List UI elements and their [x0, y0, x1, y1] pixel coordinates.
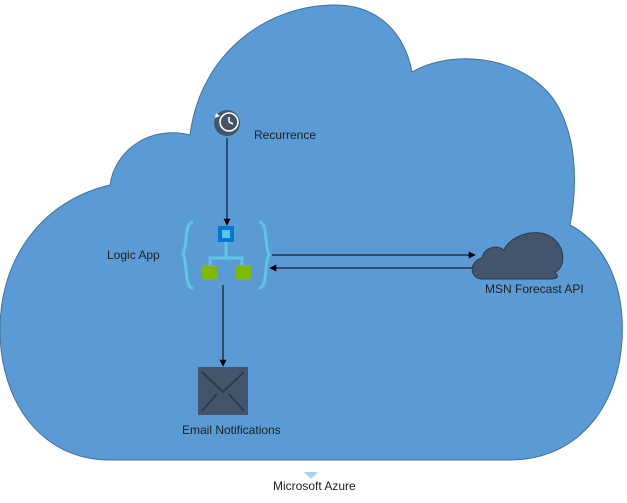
azure-cloud-container: [0, 4, 623, 461]
left-brace: [181, 220, 194, 290]
azure-cloud-shape: [0, 4, 623, 461]
right-brace: [258, 220, 271, 290]
envelope-icon: [198, 367, 248, 415]
logic-app-label: Logic App: [107, 248, 160, 262]
clock-recurrence-icon: [214, 110, 240, 136]
azure-marker-icon: [304, 472, 318, 479]
msn-forecast-api-label: MSN Forecast API: [485, 282, 584, 296]
microsoft-azure-label: Microsoft Azure: [273, 479, 356, 493]
recurrence-label: Recurrence: [254, 128, 317, 142]
logic-app-icon: [181, 220, 271, 290]
email-notifications-label: Email Notifications: [182, 423, 281, 437]
cloud-icon: [471, 232, 564, 280]
edges: [219, 138, 476, 367]
